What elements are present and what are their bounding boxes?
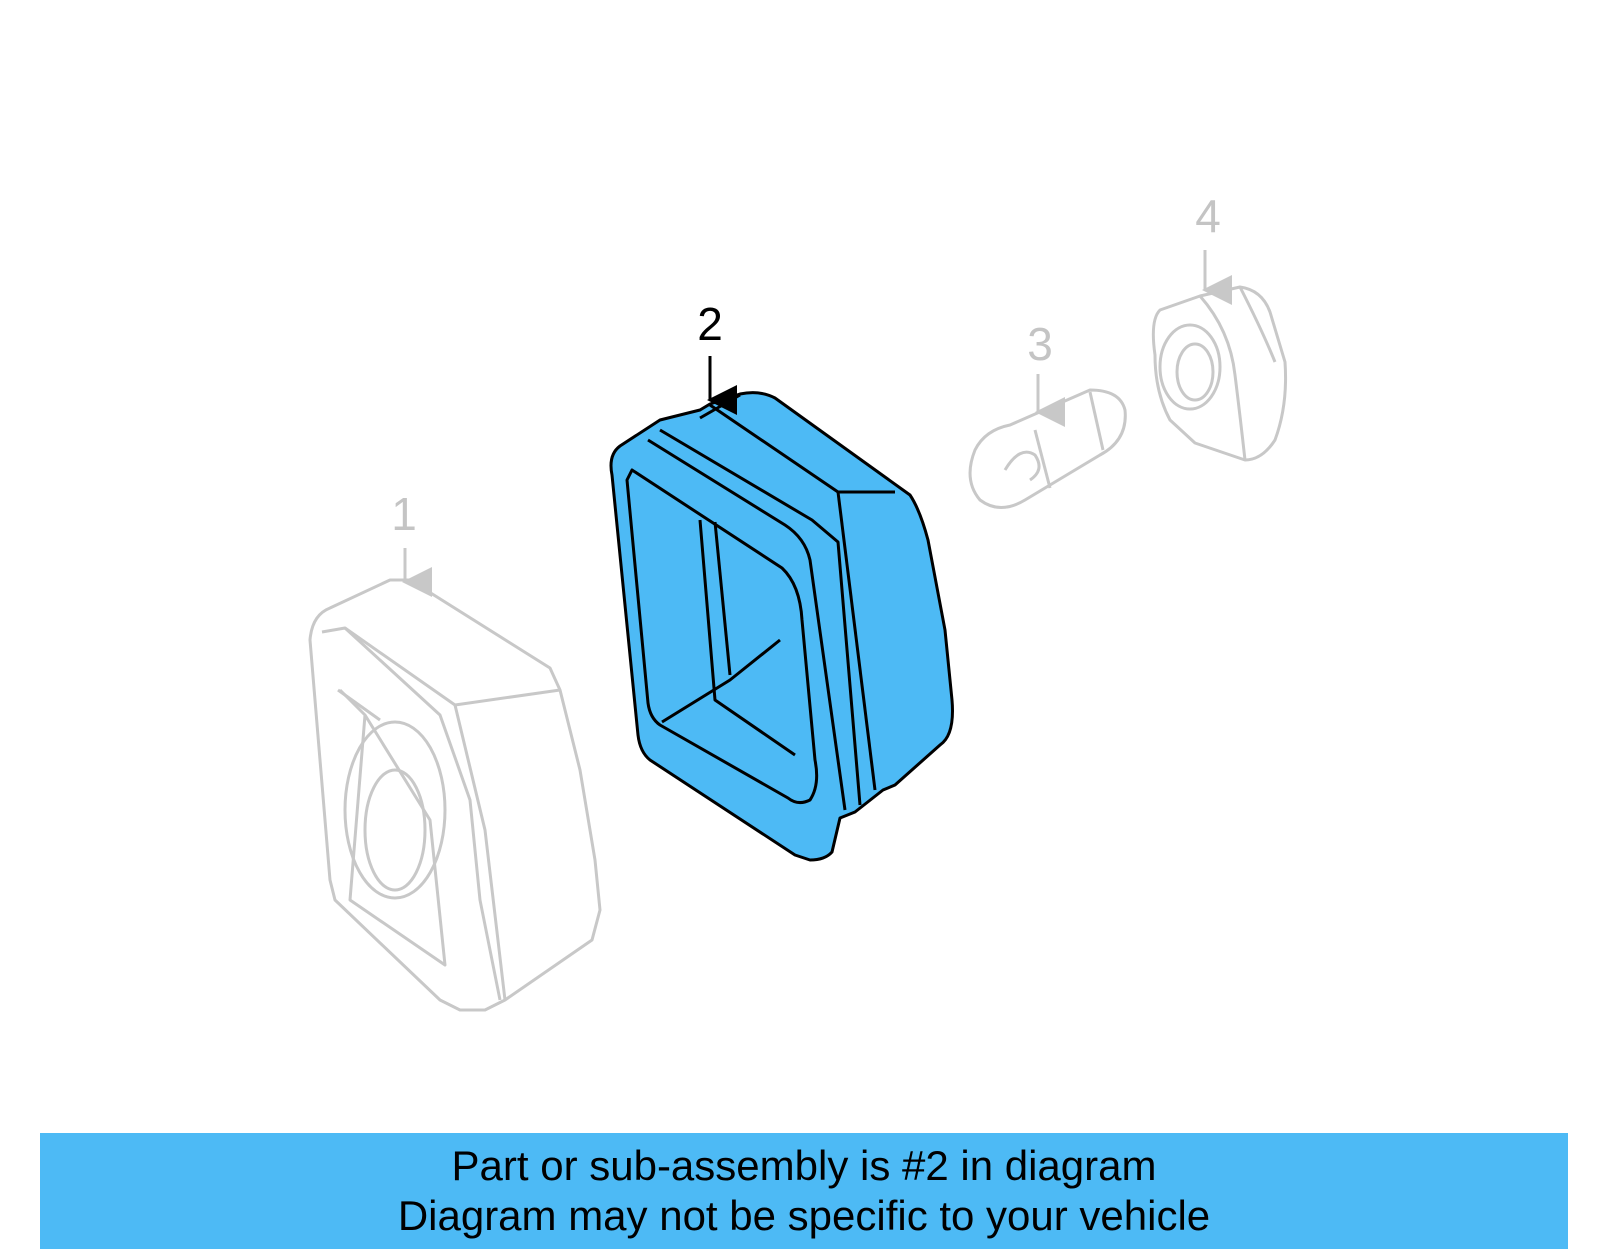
footer-banner: Part or sub-assembly is #2 in diagram Di…	[40, 1133, 1568, 1249]
part-3-bulb	[968, 388, 1127, 509]
callout-number-3: 3	[1027, 318, 1053, 370]
footer-line-disclaimer: Diagram may not be specific to your vehi…	[397, 1192, 1211, 1239]
part-2-highlighted-frame	[609, 391, 954, 862]
callout-number-2: 2	[697, 298, 723, 350]
callout-number-1: 1	[391, 488, 417, 540]
callout-number-4: 4	[1195, 190, 1221, 242]
footer-line-part-number: Part or sub-assembly is #2 in diagram	[451, 1142, 1157, 1189]
part-4-socket	[1151, 285, 1288, 462]
part-1-lamp-housing	[308, 578, 602, 1012]
